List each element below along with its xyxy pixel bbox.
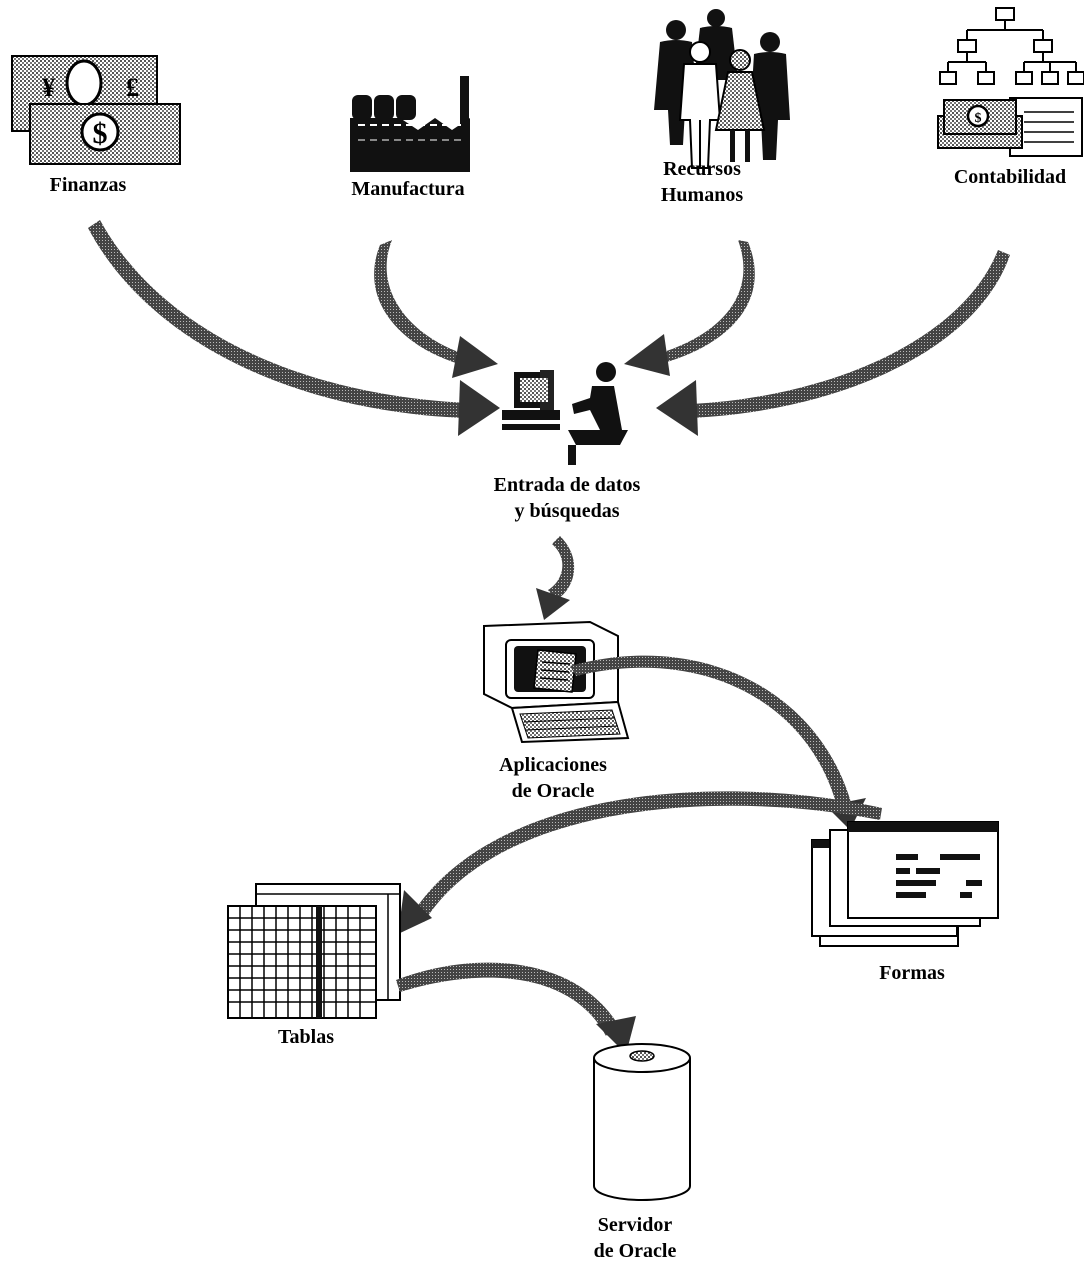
forms-stack-icon: [811, 821, 999, 947]
svg-text:$: $: [93, 117, 108, 150]
computer-terminal-icon: [483, 620, 630, 744]
entrada-label: Entrada de datos y búsquedas: [462, 472, 672, 524]
finanzas-label: Finanzas: [38, 172, 138, 198]
factory-icon: [350, 76, 470, 172]
contabilidad-label: Contabilidad: [940, 164, 1080, 190]
aplicaciones-label: Aplicaciones de Oracle: [478, 752, 628, 804]
formas-label-text: Formas: [879, 962, 945, 984]
svg-text:£: £: [126, 73, 139, 102]
user-at-computer-icon: [502, 362, 628, 465]
svg-text:$: $: [975, 111, 982, 126]
arrow-contabilidad-to-entrada: [656, 250, 1010, 436]
entrada-line2: y búsquedas: [514, 500, 620, 522]
arrow-manufactura-to-entrada: [374, 240, 498, 378]
arrow-entrada-to-aplicaciones: [536, 536, 575, 620]
recursos-humanos-line2: Humanos: [660, 184, 744, 206]
recursos-humanos-line1: Recursos: [663, 158, 741, 180]
manufactura-label-text: Manufactura: [351, 178, 465, 200]
formas-label: Formas: [862, 960, 962, 986]
aplicaciones-line1: Aplicaciones: [499, 754, 607, 776]
recursos-humanos-label: Recursos Humanos: [642, 156, 762, 208]
servidor-line1: Servidor: [597, 1214, 673, 1236]
arrow-recursos-to-entrada: [624, 240, 755, 376]
arrow-finanzas-to-entrada: [88, 220, 500, 436]
people-icon: [654, 9, 790, 169]
servidor-line2: de Oracle: [593, 1240, 677, 1262]
money-icon: ¥ £ $: [11, 55, 181, 165]
manufactura-label: Manufactura: [328, 176, 488, 202]
check-document-icon: $: [937, 97, 1083, 157]
aplicaciones-line2: de Oracle: [511, 780, 595, 802]
database-server-icon: [593, 1043, 691, 1201]
tables-grid-icon: [227, 883, 401, 1019]
arrow-tablas-to-servidor: [396, 962, 636, 1054]
tablas-label: Tablas: [256, 1024, 356, 1050]
arrow-formas-to-tablas: [398, 791, 882, 934]
finanzas-label-text: Finanzas: [49, 174, 127, 196]
servidor-label: Servidor de Oracle: [570, 1212, 700, 1264]
svg-text:¥: ¥: [42, 73, 55, 102]
contabilidad-label-text: Contabilidad: [953, 166, 1067, 188]
entrada-line1: Entrada de datos: [493, 474, 641, 496]
tablas-label-text: Tablas: [278, 1026, 334, 1048]
org-chart-icon: [939, 7, 1084, 85]
